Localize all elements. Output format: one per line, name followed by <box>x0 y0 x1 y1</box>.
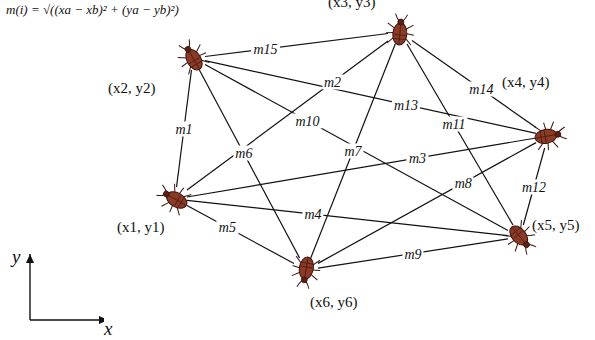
distance-line <box>311 44 396 258</box>
distance-label: m11 <box>440 117 467 132</box>
bug-icon <box>158 181 192 217</box>
bug-node: (x5, y5) <box>508 225 532 249</box>
distance-label: m5 <box>217 220 238 235</box>
distance-label: m9 <box>402 246 423 261</box>
bug-node: (x6, y6) <box>294 258 318 282</box>
distance-label: m4 <box>302 207 323 222</box>
coordinate-label: (x5, y5) <box>530 217 582 234</box>
coordinate-label: (x3, y3) <box>326 0 378 11</box>
distance-label: m8 <box>453 175 474 190</box>
bug-node: (x4, y4) <box>536 124 560 148</box>
coordinate-label: (x6, y6) <box>308 294 360 311</box>
distance-line <box>318 143 536 264</box>
coordinate-label: (x1, y1) <box>115 219 167 236</box>
coordinate-label: (x2, y2) <box>106 80 158 97</box>
distance-label: m7 <box>342 144 363 159</box>
distance-label: m2 <box>322 75 343 90</box>
bug-node: (x2, y2) <box>181 46 205 70</box>
y-axis <box>29 254 30 320</box>
distance-formula: m(i) = √((xa − xb)² + (ya − yb)²) <box>6 2 179 18</box>
distance-label: m13 <box>392 97 420 112</box>
bug-icon <box>176 40 210 76</box>
distance-label: m6 <box>233 146 254 161</box>
distance-label: m3 <box>407 151 428 166</box>
distance-line <box>199 70 299 258</box>
coordinate-label: (x4, y4) <box>500 74 552 91</box>
distance-label: m10 <box>293 113 321 128</box>
distance-label: m14 <box>467 82 495 97</box>
bug-node: (x1, y1) <box>163 187 187 211</box>
distance-line <box>187 206 294 264</box>
distance-label: m1 <box>173 121 194 136</box>
distance-line <box>205 65 508 231</box>
distance-line <box>318 239 508 268</box>
x-axis <box>30 319 108 320</box>
axis-label: y <box>12 246 20 268</box>
distance-line <box>205 34 388 57</box>
distance-label: m15 <box>251 41 279 56</box>
axis-label: x <box>104 318 112 340</box>
distance-line <box>187 200 508 235</box>
bug-icon <box>383 14 417 50</box>
bug-icon <box>531 118 565 154</box>
distance-line <box>187 138 536 197</box>
distance-line <box>205 61 536 134</box>
bug-node: (x3, y3) <box>388 20 412 44</box>
distance-label: m12 <box>520 179 548 194</box>
distance-line <box>407 44 513 225</box>
bug-icon <box>289 252 323 288</box>
